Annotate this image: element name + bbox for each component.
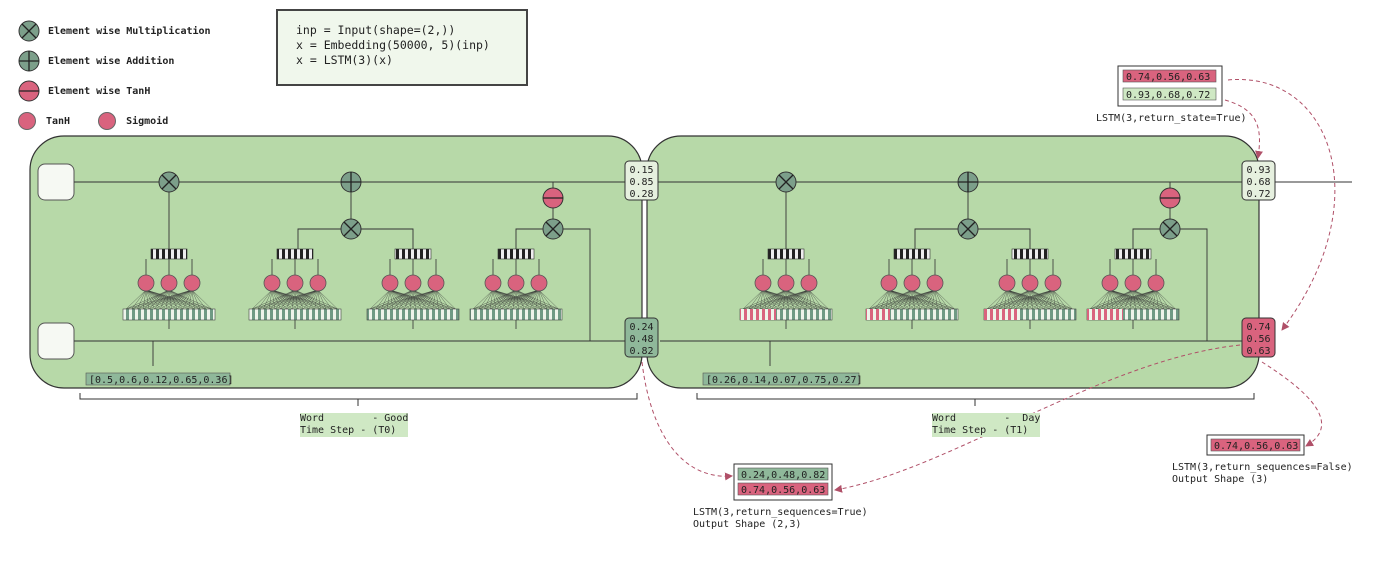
output-gate-t0 xyxy=(469,248,563,329)
return-state-cell-text: 0.93,0.68,0.72 xyxy=(1126,90,1210,101)
legend-sigmoid-label: Sigmoid xyxy=(126,115,169,127)
legend-multiplication-label: Element wise Multiplication xyxy=(48,25,211,37)
forget-multiply-node-t1 xyxy=(775,171,797,193)
cell-tanh-node-t0 xyxy=(542,187,564,209)
code-snippet: inp = Input(shape=(2,)) x = Embedding(50… xyxy=(276,9,528,86)
return-seq-true-row2-text: 0.74,0.56,0.63 xyxy=(741,485,825,496)
return-seq-false-caption1: LSTM(3,return_sequences=False) xyxy=(1172,462,1353,473)
cell-state-t0: 0.150.850.28 xyxy=(624,160,659,201)
cell-state-t1-value-2: 0.72 xyxy=(1246,189,1270,200)
embedding-vector-t1-text: [0.26,0.14,0.07,0.75,0.27] xyxy=(706,375,863,386)
return-state-hidden: 0.74,0.56,0.63 xyxy=(1122,69,1217,83)
forget-gate-t0 xyxy=(122,248,216,329)
cell-add-node-t1 xyxy=(957,171,979,193)
cell-state-t0-value-2: 0.28 xyxy=(629,189,653,200)
return-state-caption: LSTM(3,return_state=True) xyxy=(1096,113,1247,124)
return-seq-true-row1-text: 0.24,0.48,0.82 xyxy=(741,470,825,481)
addition-icon xyxy=(18,50,40,72)
return-seq-true-frame xyxy=(733,463,833,501)
cell-state-t1-value-1: 0.68 xyxy=(1246,177,1270,188)
cell-state-t0-value-1: 0.85 xyxy=(629,177,653,188)
arrow-hidden-to-seq-false xyxy=(1261,361,1323,447)
hidden-state-t1: 0.740.560.63 xyxy=(1241,317,1276,358)
return-state-frame xyxy=(1117,65,1223,107)
return-state-cell: 0.93,0.68,0.72 xyxy=(1122,87,1217,101)
input-gate-t0 xyxy=(248,248,342,329)
candidate-gate-t0 xyxy=(366,248,460,329)
return-seq-true-caption2: Output Shape (2,3) xyxy=(693,519,802,530)
arrow-cell-to-return-state xyxy=(1224,99,1263,159)
output-gate-t1 xyxy=(1086,248,1180,329)
return-seq-false-value-text: 0.74,0.56,0.63 xyxy=(1214,441,1298,452)
legend-tanh-label: TanH xyxy=(46,115,71,127)
return-state-hidden-text: 0.74,0.56,0.63 xyxy=(1126,72,1210,83)
multiplication-icon xyxy=(18,20,40,42)
code-line-2: x = Embedding(50000, 5)(inp) xyxy=(296,38,490,52)
return-seq-true-row2: 0.74,0.56,0.63 xyxy=(737,482,829,496)
legend-addition-label: Element wise Addition xyxy=(48,55,175,67)
hidden-state-t0-value-1: 0.48 xyxy=(629,334,653,345)
forget-multiply-node-t0 xyxy=(158,171,180,193)
legend-tanh-elementwise-label: Element wise TanH xyxy=(48,85,151,97)
arrow-t0-to-seq-true xyxy=(641,361,733,481)
embedding-vector-t0-text: [0.5,0.6,0.12,0.65,0.36] xyxy=(89,375,234,386)
return-seq-false-frame xyxy=(1206,434,1305,456)
candidate-gate-t1 xyxy=(983,248,1077,329)
return-seq-false-caption2: Output Shape (3) xyxy=(1172,474,1269,485)
output-multiply-node-t0 xyxy=(542,218,564,240)
return-seq-true-row1: 0.24,0.48,0.82 xyxy=(737,467,829,481)
timestep-t1: Time Step - (T1) xyxy=(932,425,1041,437)
legend-tanh-elementwise: Element wise TanH xyxy=(18,76,248,106)
embedding-vector-t0: [0.5,0.6,0.12,0.65,0.36] xyxy=(85,372,234,386)
output-multiply-node-t1 xyxy=(1159,218,1181,240)
input-gate-t1 xyxy=(865,248,959,329)
forget-gate-t1 xyxy=(739,248,833,329)
sigmoid-icon xyxy=(98,112,117,130)
embedding-vector-t1: [0.26,0.14,0.07,0.75,0.27] xyxy=(702,372,863,386)
return-seq-true-caption1: LSTM(3,return_sequences=True) xyxy=(693,507,868,518)
hidden-state-t0-value-0: 0.24 xyxy=(629,322,653,333)
input-multiply-node-t0 xyxy=(340,218,362,240)
cell-state-t1-value-0: 0.93 xyxy=(1246,165,1270,176)
tanh-icon xyxy=(18,112,36,130)
cell-state-t1: 0.930.680.72 xyxy=(1241,160,1276,201)
legend-activations: TanH Sigmoid xyxy=(18,106,248,136)
hidden-state-t0: 0.240.480.82 xyxy=(624,317,659,358)
code-line-3: x = LSTM(3)(x) xyxy=(296,53,393,67)
legend-multiplication: Element wise Multiplication xyxy=(18,16,248,46)
lstm-cell-t0 xyxy=(29,135,643,389)
return-seq-false-value: 0.74,0.56,0.63 xyxy=(1210,438,1301,452)
hidden-state-t0-value-2: 0.82 xyxy=(629,346,653,357)
word-t0: Word - Good xyxy=(300,413,409,425)
input-multiply-node-t1 xyxy=(957,218,979,240)
legend-addition: Element wise Addition xyxy=(18,46,248,76)
initial-hidden-state-box xyxy=(37,322,75,360)
legend: Element wise Multiplication Element wise… xyxy=(18,16,248,136)
hidden-state-t1-value-1: 0.56 xyxy=(1246,334,1270,345)
word-label-t1: Word - Day Time Step - (T1) xyxy=(932,413,1041,437)
lstm-cell-t1 xyxy=(646,135,1260,389)
hidden-state-t1-value-0: 0.74 xyxy=(1246,322,1270,333)
timestep-t0: Time Step - (T0) xyxy=(300,425,409,437)
initial-cell-state-box xyxy=(37,163,75,201)
cell-add-node-t0 xyxy=(340,171,362,193)
code-line-1: inp = Input(shape=(2,)) xyxy=(296,23,456,37)
word-label-t0: Word - Good Time Step - (T0) xyxy=(300,413,409,437)
tanh-elementwise-icon xyxy=(18,80,40,102)
hidden-state-t1-value-2: 0.63 xyxy=(1246,346,1270,357)
arrow-hidden-to-return-state xyxy=(1227,79,1336,331)
word-t1: Word - Day xyxy=(932,413,1041,425)
cell-tanh-node-t1 xyxy=(1159,187,1181,209)
cell-state-t0-value-0: 0.15 xyxy=(629,165,653,176)
